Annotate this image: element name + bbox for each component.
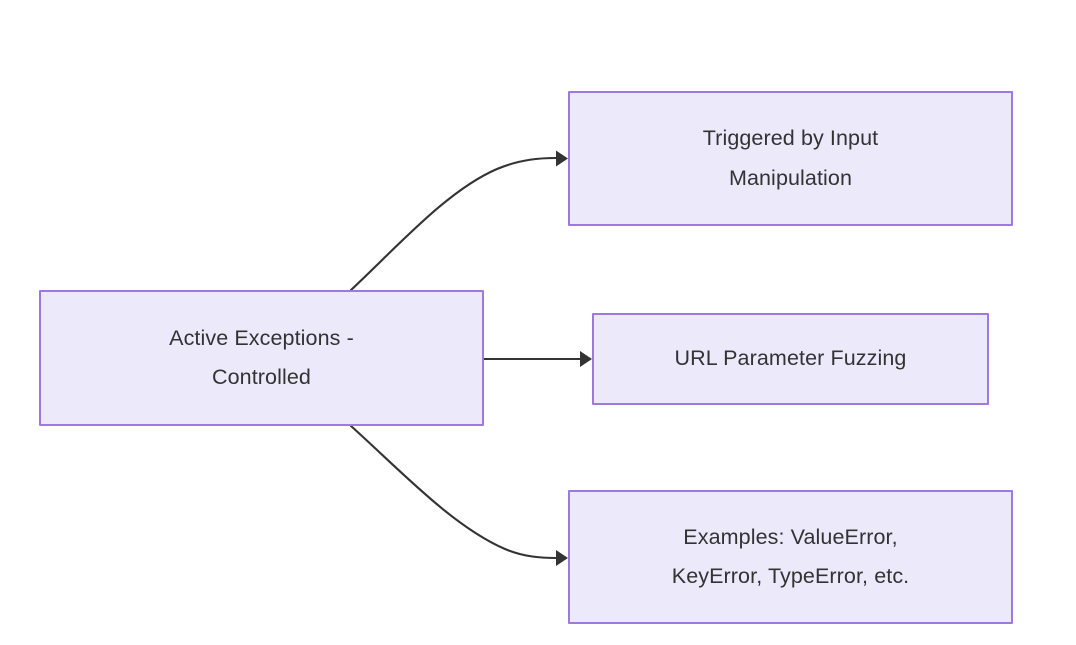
node-label: Triggered by Input Manipulation — [702, 126, 879, 190]
node-url-parameter-fuzzing[interactable]: URL Parameter Fuzzing — [592, 313, 989, 405]
node-label: Examples: ValueError, KeyError, TypeErro… — [671, 524, 910, 588]
node-label: URL Parameter Fuzzing — [674, 346, 907, 371]
node-active-exceptions-controlled[interactable]: Active Exceptions - Controlled — [39, 290, 484, 426]
node-triggered-by-input-manipulation[interactable]: Triggered by Input Manipulation — [568, 91, 1013, 226]
edge-source-to-trigger — [349, 156, 558, 292]
edge-source-to-examples — [349, 424, 558, 560]
arrowhead-examples — [556, 550, 568, 566]
arrowhead-fuzzing — [580, 351, 592, 367]
arrowhead-trigger — [556, 150, 568, 167]
node-examples-valueerror-keyerror-typeerror[interactable]: Examples: ValueError, KeyError, TypeErro… — [568, 490, 1013, 624]
node-label: Active Exceptions - Controlled — [169, 325, 354, 389]
